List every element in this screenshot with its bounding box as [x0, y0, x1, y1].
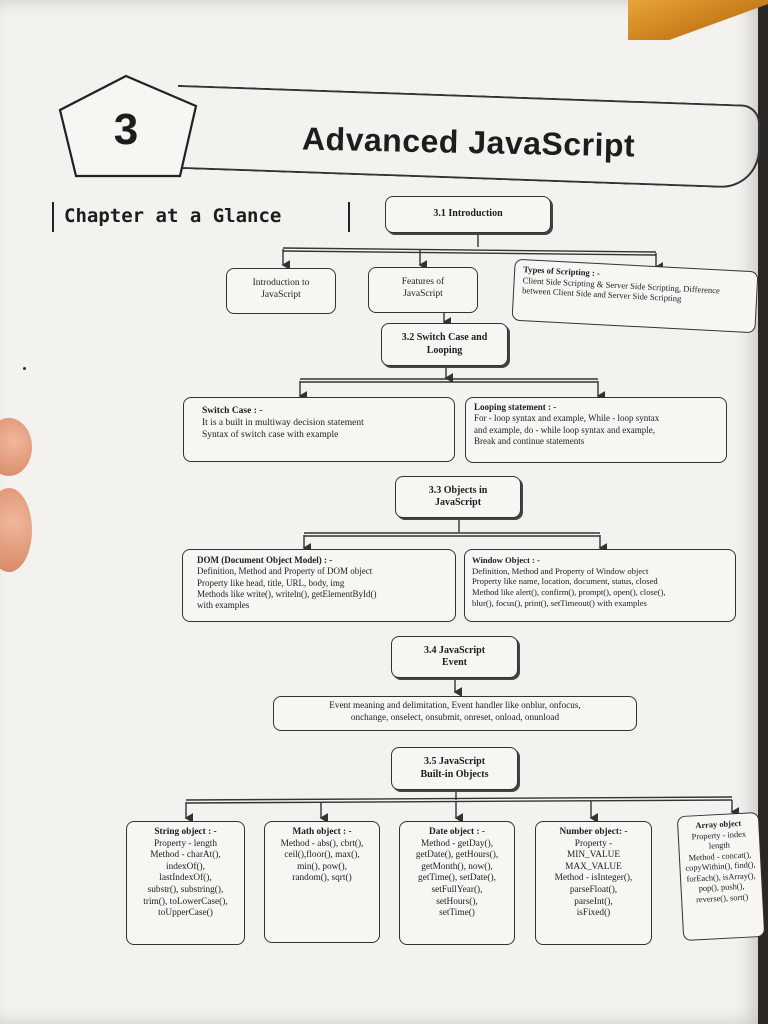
- box-title: Number object: -: [559, 827, 628, 837]
- window-object-box: Window Object : - Definition, Method and…: [464, 549, 736, 622]
- array-object-box: Array object Property - index length Met…: [676, 811, 766, 942]
- box-line: Property - length: [154, 838, 217, 849]
- box-line: Methods like write(), writeln(), getElem…: [197, 588, 377, 599]
- box-line: setTime(): [439, 908, 475, 919]
- types-of-scripting-box: Types of Scripting : - Client Side Scrip…: [511, 258, 759, 334]
- box-line: For - loop syntax and example, While - l…: [474, 413, 660, 424]
- number-object-box: Number object: - Property - MIN_VALUE MA…: [535, 821, 652, 945]
- box-line: MIN_VALUE: [566, 850, 621, 861]
- box-line: toUpperCase(): [158, 908, 213, 919]
- section-3-4-heading: 3.4 JavaScript Event: [391, 636, 518, 678]
- box-line: MAX_VALUE: [565, 861, 622, 872]
- box-line: Introduction to: [252, 278, 310, 288]
- box-line: trim(), toLowerCase(),: [143, 896, 228, 907]
- box-line: indexOf(),: [166, 861, 205, 872]
- box-line: substr(), substring(),: [147, 885, 224, 896]
- box-line: min(), pow(),: [297, 861, 347, 872]
- box-title: Date object : -: [428, 827, 485, 837]
- section-heading-text: Built-in Objects: [420, 768, 489, 780]
- section-3-1-heading: 3.1 Introduction: [385, 196, 551, 233]
- box-line: parseInt(),: [574, 896, 613, 907]
- box-title: Looping statement : -: [474, 402, 557, 412]
- box-line: and example, do - while loop syntax and …: [474, 424, 655, 435]
- section-heading-text: 3.1 Introduction: [433, 208, 503, 220]
- box-line: Definition, Method and Property of DOM o…: [197, 566, 373, 577]
- looping-statement-box: Looping statement : - For - loop syntax …: [465, 397, 727, 463]
- chapter-at-a-glance-heading: Chapter at a Glance: [64, 205, 282, 227]
- box-title: String object : -: [154, 827, 217, 837]
- intro-to-javascript-box: Introduction to JavaScript: [226, 268, 336, 314]
- box-line: Method - abs(), cbrt(),: [280, 838, 364, 849]
- box-line: Method - charAt(),: [150, 850, 221, 861]
- box-line: Syntax of switch case with example: [202, 429, 339, 440]
- section-3-3-heading: 3.3 Objects in JavaScript: [395, 476, 521, 518]
- box-line: Property -: [574, 838, 613, 849]
- section-heading-text: 3.2 Switch Case and: [401, 332, 488, 343]
- box-line: onchange, onselect, onsubmit, onreset, o…: [350, 711, 560, 722]
- box-title: Window Object : -: [472, 555, 540, 565]
- dom-object-box: DOM (Document Object Model) : - Definiti…: [182, 549, 456, 622]
- box-line: Property like head, title, URL, body, im…: [197, 577, 345, 588]
- section-heading-text: Looping: [426, 344, 463, 356]
- section-heading-text: Event: [442, 657, 467, 668]
- box-line: getDate(), getHours(),: [415, 850, 499, 861]
- event-box: Event meaning and delimitation, Event ha…: [273, 696, 637, 731]
- box-line: setFullYear(),: [431, 885, 483, 896]
- math-object-box: Math object : - Method - abs(), cbrt(), …: [264, 821, 380, 943]
- page-mark: [23, 367, 26, 370]
- section-3-2-heading: 3.2 Switch Case and Looping: [381, 323, 508, 366]
- chapter-number-pentagon: [58, 74, 198, 178]
- box-line: ceil(),floor(), max(),: [284, 850, 360, 861]
- box-line: random(), sqrt(): [292, 873, 352, 884]
- box-line: Event meaning and delimitation, Event ha…: [329, 700, 581, 710]
- glance-bracket: [52, 202, 350, 232]
- box-title: DOM (Document Object Model) : -: [197, 555, 333, 565]
- box-line: Method like alert(), confirm(), prompt()…: [472, 587, 666, 598]
- box-line: JavaScript: [261, 289, 301, 300]
- box-line: Method - getDay(),: [420, 838, 494, 849]
- box-line: getMonth(), now(),: [421, 861, 493, 872]
- box-line: Definition, Method and Property of Windo…: [472, 565, 649, 576]
- features-of-javascript-box: Features of JavaScript: [368, 267, 478, 313]
- box-title: Switch Case : -: [202, 406, 263, 416]
- chapter-number: 3: [113, 105, 139, 154]
- box-line: Features of: [401, 277, 445, 287]
- box-line: with examples: [197, 600, 250, 610]
- box-line: getTime(), setDate(),: [418, 873, 496, 884]
- box-title: Math object : -: [292, 827, 352, 837]
- box-line: Property like name, location, document, …: [472, 576, 658, 587]
- book-cover-edge: [628, 0, 768, 40]
- section-3-5-heading: 3.5 JavaScript Built-in Objects: [391, 747, 518, 790]
- box-line: Method - isInteger(),: [554, 873, 633, 884]
- box-line: isFixed(): [576, 908, 611, 919]
- section-heading-text: 3.5 JavaScript: [423, 756, 486, 767]
- box-line: JavaScript: [403, 288, 443, 299]
- section-heading-text: 3.4 JavaScript: [423, 644, 486, 656]
- box-line: It is a built in multiway decision state…: [202, 417, 364, 428]
- box-line: setHours(),: [436, 896, 478, 907]
- string-object-box: String object : - Property - length Meth…: [126, 821, 245, 945]
- box-line: Break and continue statements: [474, 435, 585, 446]
- box-line: lastIndexOf(),: [159, 873, 212, 884]
- box-line: blur(), focus(), print(), setTimeout() w…: [472, 597, 647, 608]
- book-spine: [758, 0, 768, 1024]
- section-heading-text: JavaScript: [434, 497, 482, 508]
- date-object-box: Date object : - Method - getDay(), getDa…: [399, 821, 515, 945]
- switch-case-box: Switch Case : - It is a built in multiwa…: [183, 397, 455, 462]
- section-heading-text: 3.3 Objects in: [428, 484, 488, 496]
- box-line: parseFloat(),: [569, 885, 618, 896]
